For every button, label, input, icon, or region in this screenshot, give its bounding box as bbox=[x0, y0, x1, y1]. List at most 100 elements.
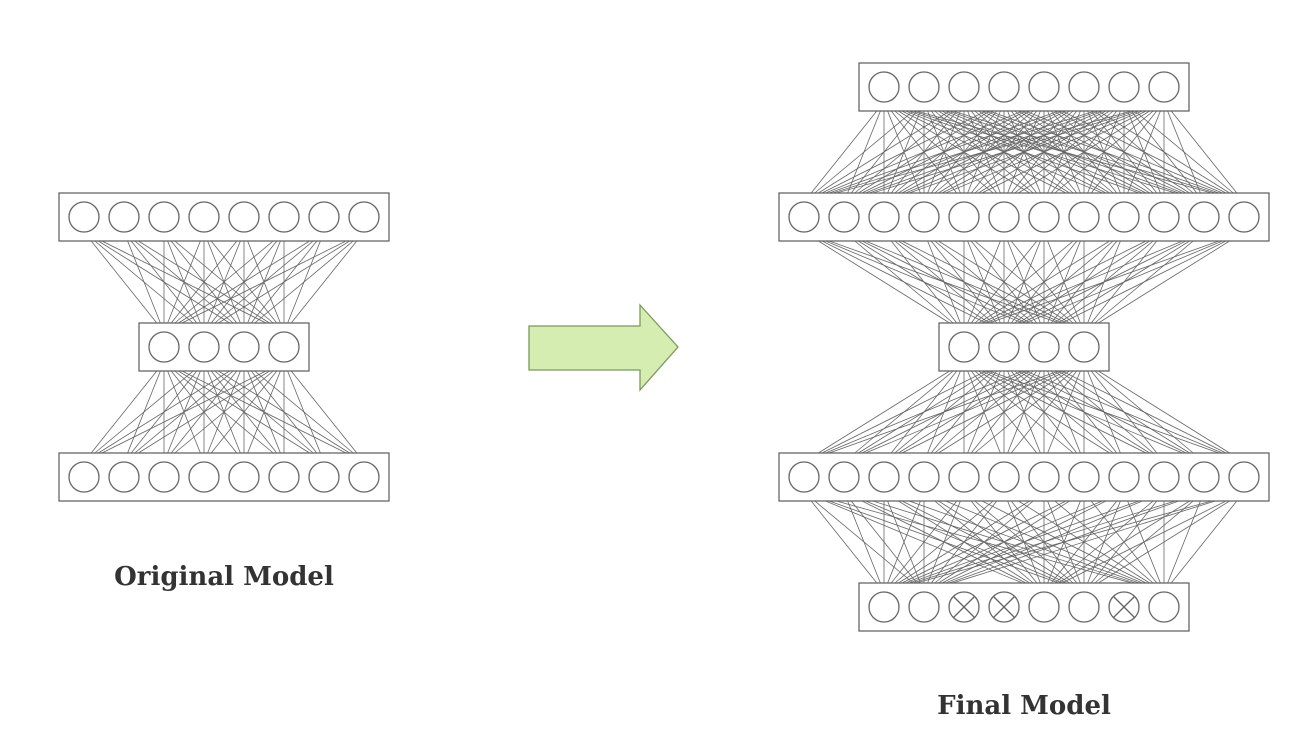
final-neuron bbox=[948, 201, 980, 233]
final-model-caption: Final Model bbox=[937, 691, 1111, 721]
final-neuron bbox=[1028, 461, 1060, 493]
final-connection-line bbox=[963, 361, 1085, 463]
original-connection-line bbox=[243, 231, 285, 333]
final-connection-line bbox=[1043, 361, 1245, 463]
final-connection-line bbox=[1083, 361, 1245, 463]
final-layer-top bbox=[858, 62, 1190, 112]
original-connection-line bbox=[243, 361, 365, 463]
original-connection-line bbox=[163, 361, 205, 463]
final-connection-line bbox=[883, 491, 925, 593]
original-connection-line bbox=[123, 361, 165, 463]
final-connection-line bbox=[1083, 231, 1205, 333]
original-connection-line bbox=[83, 231, 165, 333]
final-connection-line bbox=[1083, 101, 1245, 203]
original-connections bbox=[83, 231, 365, 463]
original-neuron bbox=[228, 201, 260, 233]
original-neuron bbox=[348, 461, 380, 493]
final-layer-upper-wide bbox=[778, 192, 1270, 242]
original-connection-line bbox=[83, 231, 285, 333]
final-connection-line bbox=[923, 100, 1245, 203]
original-connection-line bbox=[203, 231, 285, 333]
final-connection-line bbox=[1083, 231, 1165, 333]
final-neuron bbox=[788, 201, 820, 233]
final-connection-line bbox=[883, 101, 1125, 203]
original-connection-line bbox=[203, 361, 365, 463]
final-neuron bbox=[1188, 201, 1220, 233]
final-neuron bbox=[828, 461, 860, 493]
original-neuron bbox=[188, 331, 220, 363]
final-connection-line bbox=[883, 101, 925, 203]
original-neuron bbox=[108, 201, 140, 233]
final-connection-line bbox=[883, 361, 965, 463]
final-neuron bbox=[1148, 201, 1180, 233]
final-connection-line bbox=[843, 491, 1085, 593]
final-connection-line bbox=[1003, 231, 1085, 333]
final-layer-middle bbox=[938, 322, 1110, 372]
final-neuron bbox=[1068, 461, 1100, 493]
original-neuron bbox=[148, 331, 180, 363]
final-connection-line bbox=[963, 361, 1205, 463]
final-connection-line bbox=[803, 231, 1005, 333]
final-layer-lower-wide bbox=[778, 452, 1270, 502]
final-dropped-neuron-icon bbox=[948, 591, 980, 623]
right-arrow-icon bbox=[528, 303, 679, 392]
final-connection-line bbox=[803, 361, 965, 463]
final-neuron bbox=[1028, 201, 1060, 233]
final-connection-line bbox=[1163, 101, 1245, 203]
final-neuron bbox=[988, 71, 1020, 103]
final-connection-line bbox=[803, 491, 1045, 593]
final-connection-line bbox=[1003, 491, 1165, 593]
original-neuron bbox=[268, 331, 300, 363]
final-connection-line bbox=[803, 231, 1085, 333]
original-connection-line bbox=[83, 231, 205, 333]
final-neuron bbox=[948, 461, 980, 493]
final-connection-line bbox=[803, 231, 1045, 333]
final-neuron bbox=[828, 201, 860, 233]
final-connection-line bbox=[963, 491, 1165, 593]
original-layer-bottom bbox=[58, 452, 390, 502]
original-connection-line bbox=[123, 231, 285, 333]
final-connection-line bbox=[883, 101, 1165, 203]
final-neuron bbox=[948, 71, 980, 103]
final-connection-line bbox=[1003, 101, 1245, 203]
final-neuron bbox=[908, 461, 940, 493]
original-neuron bbox=[148, 461, 180, 493]
final-neuron bbox=[988, 331, 1020, 363]
final-connection-line bbox=[803, 490, 1165, 593]
final-connection-line bbox=[1043, 491, 1165, 593]
final-neuron bbox=[948, 331, 980, 363]
final-connection-line bbox=[843, 491, 925, 593]
final-connection-line bbox=[803, 231, 965, 333]
final-neuron bbox=[988, 201, 1020, 233]
final-connection-line bbox=[883, 100, 1245, 203]
original-layer-middle bbox=[138, 322, 310, 372]
final-neuron bbox=[1068, 591, 1100, 623]
final-connection-line bbox=[803, 491, 885, 593]
original-neuron bbox=[228, 461, 260, 493]
original-connection-line bbox=[163, 361, 365, 463]
original-neuron bbox=[348, 201, 380, 233]
final-connection-line bbox=[803, 491, 1085, 593]
original-neuron bbox=[308, 201, 340, 233]
final-connection-line bbox=[963, 101, 1245, 203]
final-neuron bbox=[1028, 331, 1060, 363]
original-neuron bbox=[68, 461, 100, 493]
final-neuron bbox=[868, 461, 900, 493]
final-neuron bbox=[1068, 331, 1100, 363]
original-neuron bbox=[228, 331, 260, 363]
original-neuron bbox=[188, 201, 220, 233]
final-neuron bbox=[988, 461, 1020, 493]
final-connection-line bbox=[883, 101, 965, 203]
final-neuron bbox=[908, 591, 940, 623]
original-neuron bbox=[148, 201, 180, 233]
final-connection-line bbox=[883, 231, 1085, 333]
final-connection-line bbox=[843, 361, 965, 463]
final-neuron bbox=[1068, 201, 1100, 233]
final-connections bbox=[803, 100, 1245, 593]
original-connection-line bbox=[163, 361, 285, 463]
final-connection-line bbox=[963, 361, 1245, 463]
final-neuron bbox=[1028, 71, 1060, 103]
final-layer-box bbox=[778, 192, 1270, 242]
original-neuron bbox=[268, 201, 300, 233]
